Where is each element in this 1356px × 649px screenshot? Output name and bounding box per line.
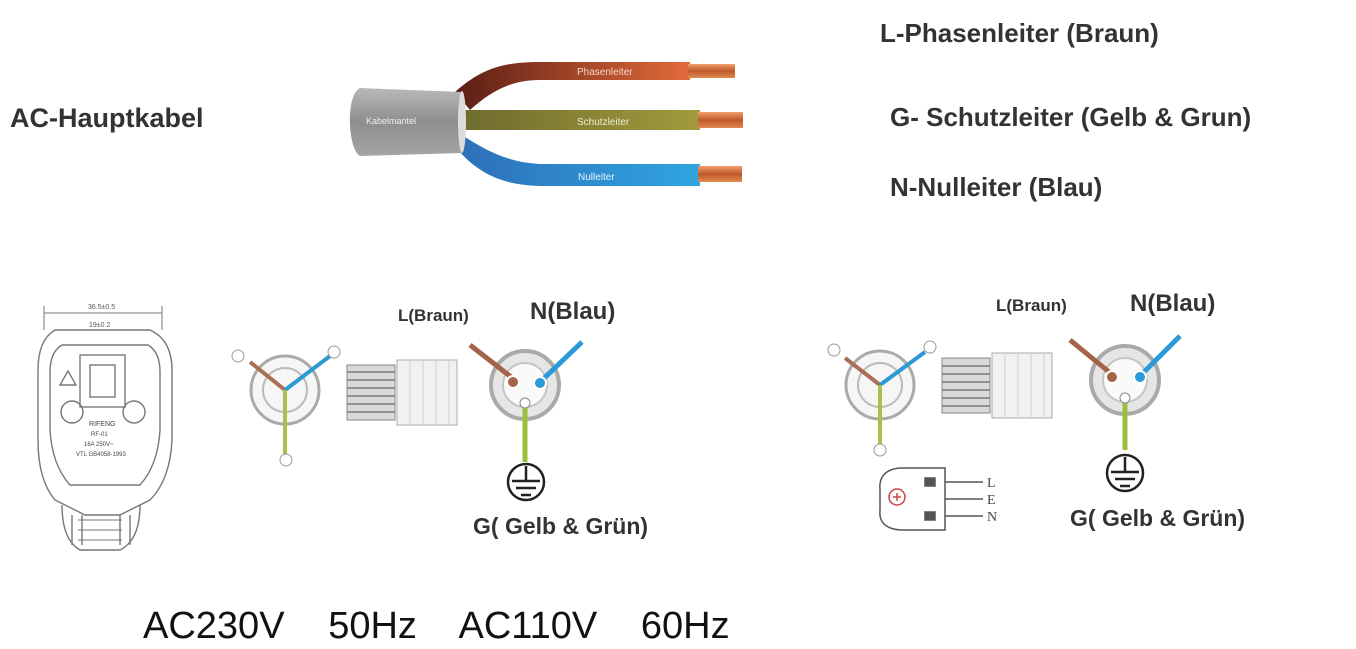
- main-title: AC-Hauptkabel: [10, 103, 204, 133]
- legend-phase: L-Phasenleiter (Braun): [880, 18, 1159, 48]
- phase-wire-label: Phasenleiter: [577, 67, 633, 78]
- eu-plug-drawing: [37, 306, 173, 551]
- pin-l-label: L: [987, 476, 996, 491]
- eu-g-label: G( Gelb & Grün): [473, 513, 649, 539]
- earth-wire-copper: [698, 112, 743, 128]
- earth-ground-icon: [506, 462, 546, 502]
- us-g-label: G( Gelb & Grün): [1070, 505, 1246, 531]
- us-plug-schematic: [879, 467, 983, 531]
- us-connector-body: [941, 352, 1053, 419]
- plug-model: RF-01: [91, 432, 108, 438]
- us-l-label: L(Braun): [996, 296, 1067, 315]
- legend-earth: G- Schutzleiter (Gelb & Grun): [890, 102, 1252, 132]
- plug-brand: RIFENG: [89, 421, 115, 428]
- neutral-wire: [458, 135, 700, 186]
- voltage-frequency-text: AC230V 50Hz AC110V 60Hz: [143, 605, 730, 647]
- pin-e-label: E: [987, 493, 996, 508]
- dim-inner: 19±0.2: [89, 322, 110, 329]
- legend-neutral: N-Nulleiter (Blau): [890, 172, 1103, 202]
- earth-ground-icon: [1105, 453, 1145, 493]
- eu-connector-body: [346, 359, 458, 426]
- cable-illustration: [349, 62, 743, 186]
- eu-socket-face: [231, 345, 341, 467]
- eu-wired-plug: [468, 340, 584, 462]
- eu-n-label: N(Blau): [530, 298, 616, 325]
- dim-outer: 36.5±0.5: [88, 304, 115, 311]
- earth-wire: [462, 110, 700, 130]
- us-wired-plug: [1068, 334, 1182, 450]
- eu-l-label: L(Braun): [398, 306, 469, 325]
- plug-cert: VTL GB4058-1993: [76, 452, 126, 458]
- us-socket-face: [827, 340, 937, 457]
- neutral-wire-copper: [698, 166, 742, 182]
- neutral-wire-label: Nulleiter: [578, 172, 615, 183]
- plug-rating: 16A 250V~: [84, 442, 114, 448]
- earth-wire-label: Schutzleiter: [577, 117, 630, 128]
- us-n-label: N(Blau): [1130, 290, 1216, 317]
- phase-wire-copper: [688, 64, 735, 78]
- phase-wire: [455, 62, 690, 110]
- jacket-label: Kabelmantel: [366, 116, 416, 126]
- cable-jacket: [349, 88, 462, 156]
- pin-n-label: N: [987, 510, 997, 525]
